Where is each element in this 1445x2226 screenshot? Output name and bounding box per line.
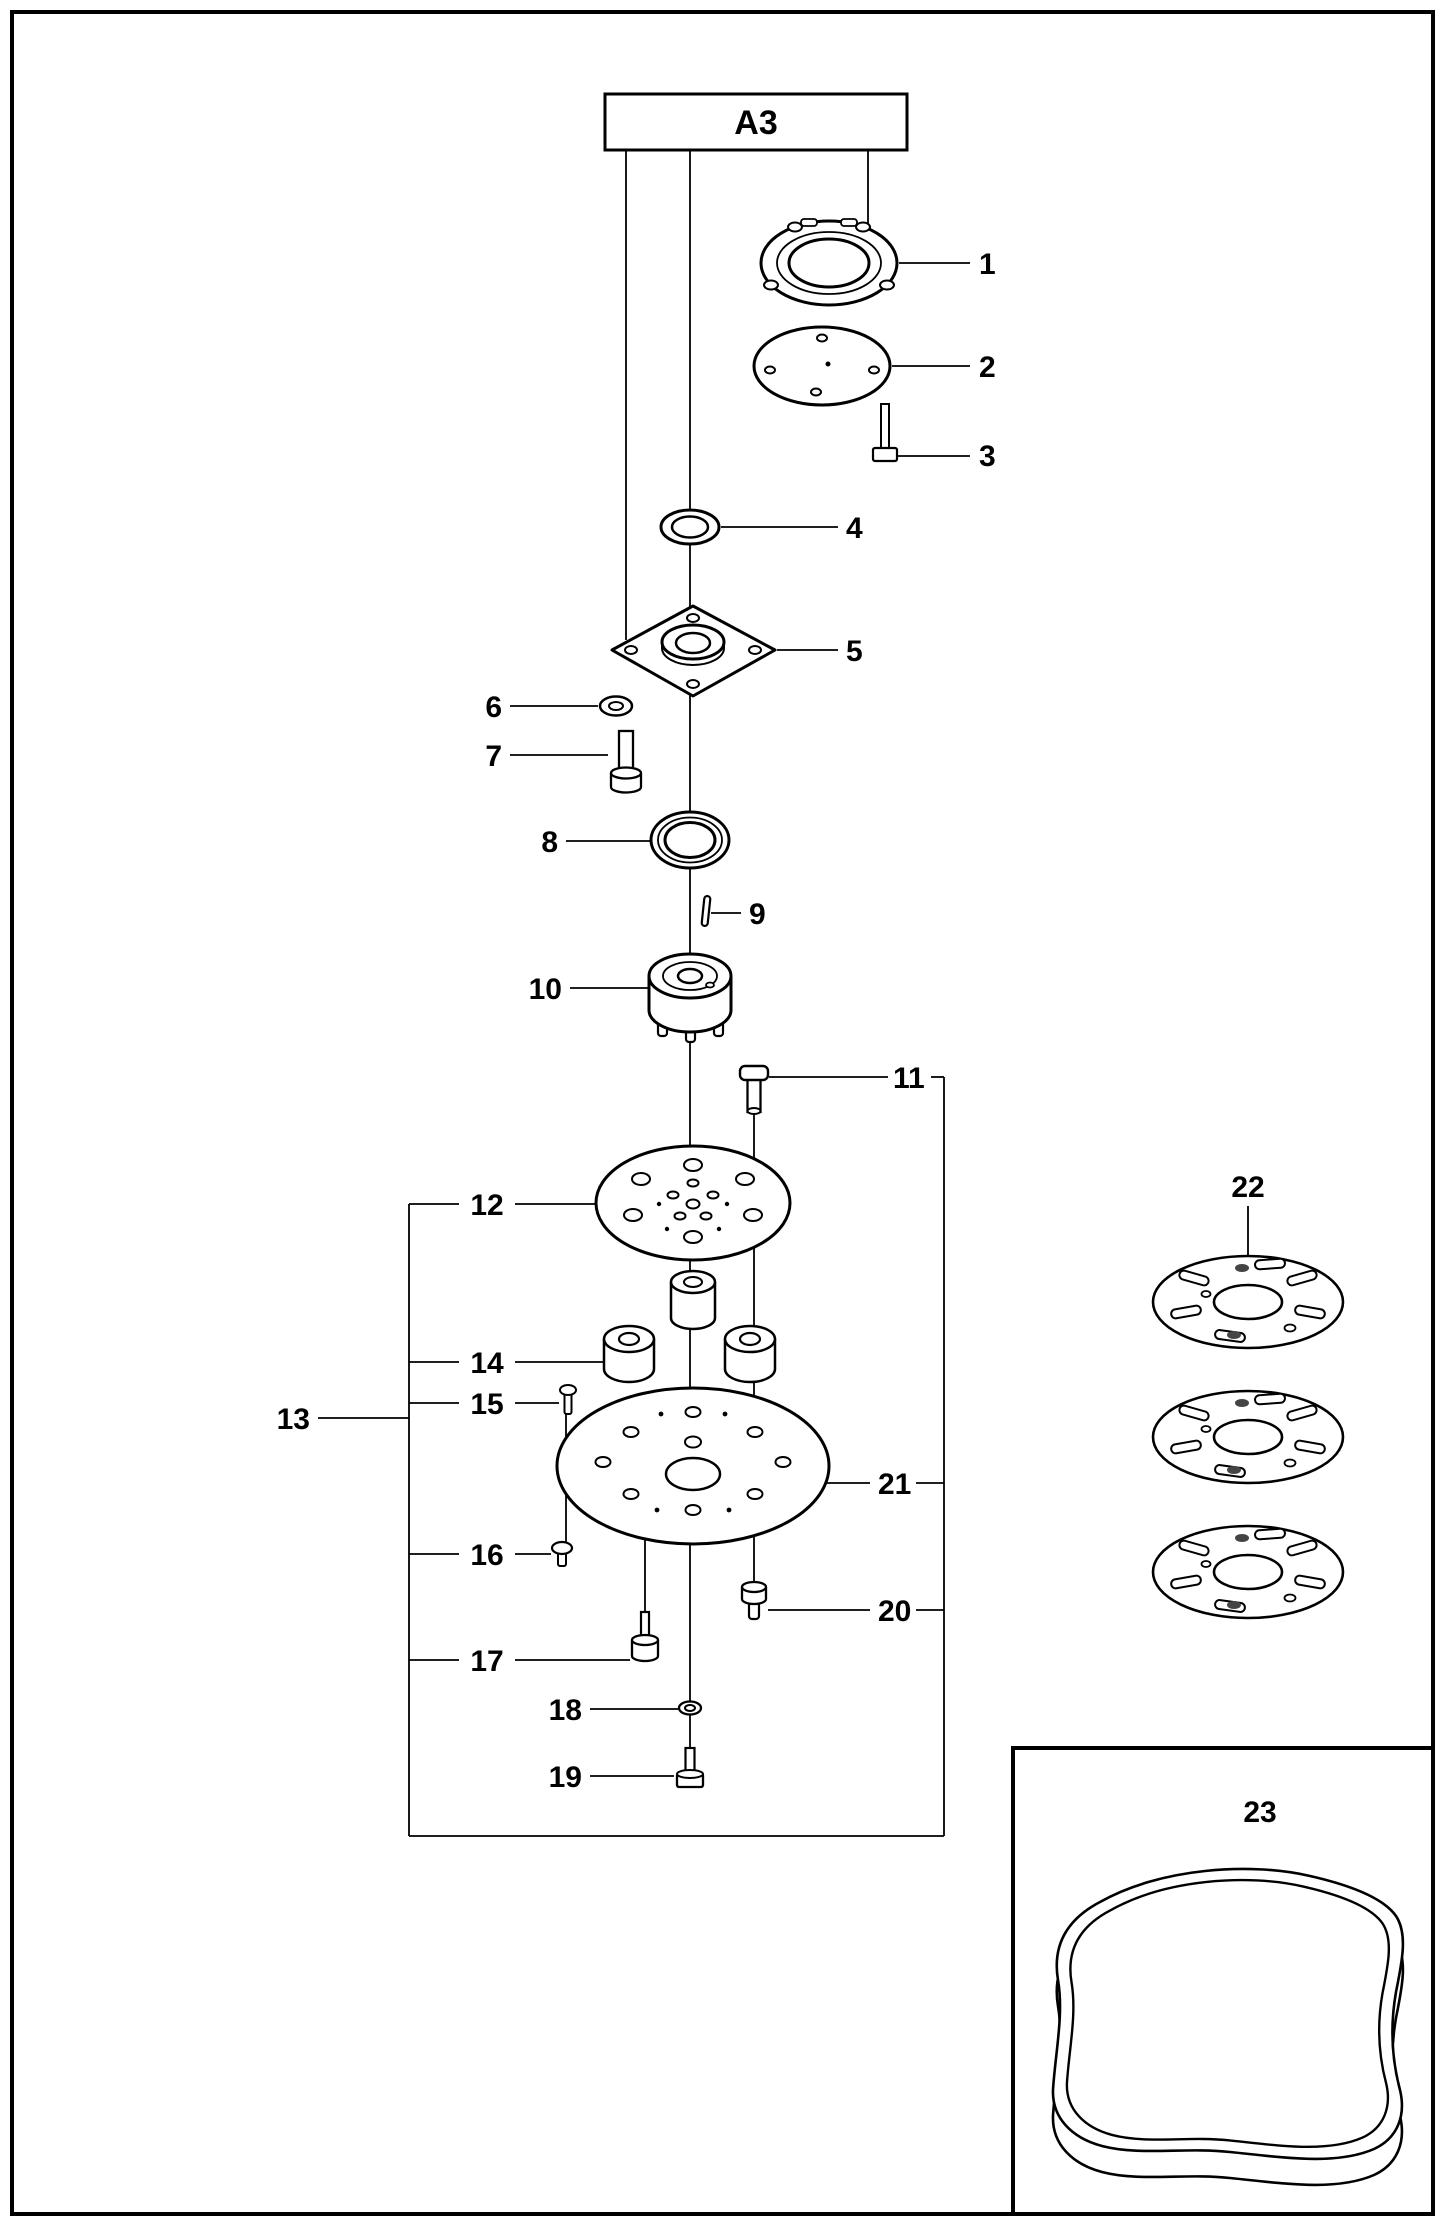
part-bearing-ring xyxy=(649,810,731,870)
part-bolt-7 xyxy=(609,729,643,794)
callout-18-label: 18 xyxy=(549,1694,582,1727)
part-plug-screw xyxy=(738,1064,770,1115)
callout-4-label: 4 xyxy=(846,512,863,545)
callout-7-label: 7 xyxy=(485,740,502,773)
callout-5-label: 5 xyxy=(846,635,863,668)
callout-labels: 1 2 3 4 5 6 7 8 9 10 11 12 13 14 15 16 1… xyxy=(277,248,1277,1829)
callout-2-label: 2 xyxy=(979,351,996,384)
callout-17-label: 17 xyxy=(470,1645,503,1678)
callout-11-label: 11 xyxy=(893,1062,925,1095)
callout-21-label: 21 xyxy=(878,1468,911,1501)
callout-9-label: 9 xyxy=(749,898,766,931)
callout-10-label: 10 xyxy=(529,973,562,1006)
callout-1-label: 1 xyxy=(979,248,996,281)
part-seal-ring xyxy=(659,508,721,546)
part-screw-3 xyxy=(871,403,899,463)
part-screw-16 xyxy=(550,1540,574,1567)
callout-3-label: 3 xyxy=(979,440,996,473)
part-wear-disc-stack xyxy=(1151,1254,1345,1620)
callout-20-label: 20 xyxy=(878,1595,911,1628)
part-rubber-mount-left xyxy=(602,1324,656,1384)
sheet-ref-box: A3 xyxy=(603,92,909,152)
part-lower-plate xyxy=(555,1386,831,1546)
part-cover-plate xyxy=(752,325,892,407)
part-bolt-17 xyxy=(630,1610,660,1663)
group-bracket-13 xyxy=(408,1077,945,1837)
part-pin xyxy=(700,894,712,928)
callout-15-label: 15 xyxy=(470,1388,503,1421)
part-bearing-flange xyxy=(759,218,899,307)
part-hub xyxy=(647,952,733,1044)
part-nut xyxy=(677,1700,703,1716)
part-pad xyxy=(1051,1867,1405,2187)
part-rubber-mount-right xyxy=(723,1324,777,1384)
callout-13-label: 13 xyxy=(277,1403,310,1436)
part-upper-plate xyxy=(594,1144,792,1262)
callout-12-label: 12 xyxy=(470,1189,503,1222)
callout-16-label: 16 xyxy=(470,1539,503,1572)
part-flange-plate xyxy=(610,604,777,698)
callout-22-label: 22 xyxy=(1231,1171,1264,1204)
part-washer xyxy=(598,695,634,717)
callout-8-label: 8 xyxy=(541,826,558,859)
part-spacer xyxy=(669,1269,717,1331)
part-screw-15 xyxy=(559,1384,577,1415)
callout-14-label: 14 xyxy=(470,1347,504,1380)
sheet-ref-label: A3 xyxy=(734,104,777,142)
callout-23-label: 23 xyxy=(1243,1796,1276,1829)
part-bolt-20 xyxy=(740,1580,768,1621)
callout-6-label: 6 xyxy=(485,691,502,724)
part-bolt-19 xyxy=(675,1746,705,1789)
callout-leader-lines xyxy=(318,262,1261,1868)
callout-19-label: 19 xyxy=(549,1761,582,1794)
